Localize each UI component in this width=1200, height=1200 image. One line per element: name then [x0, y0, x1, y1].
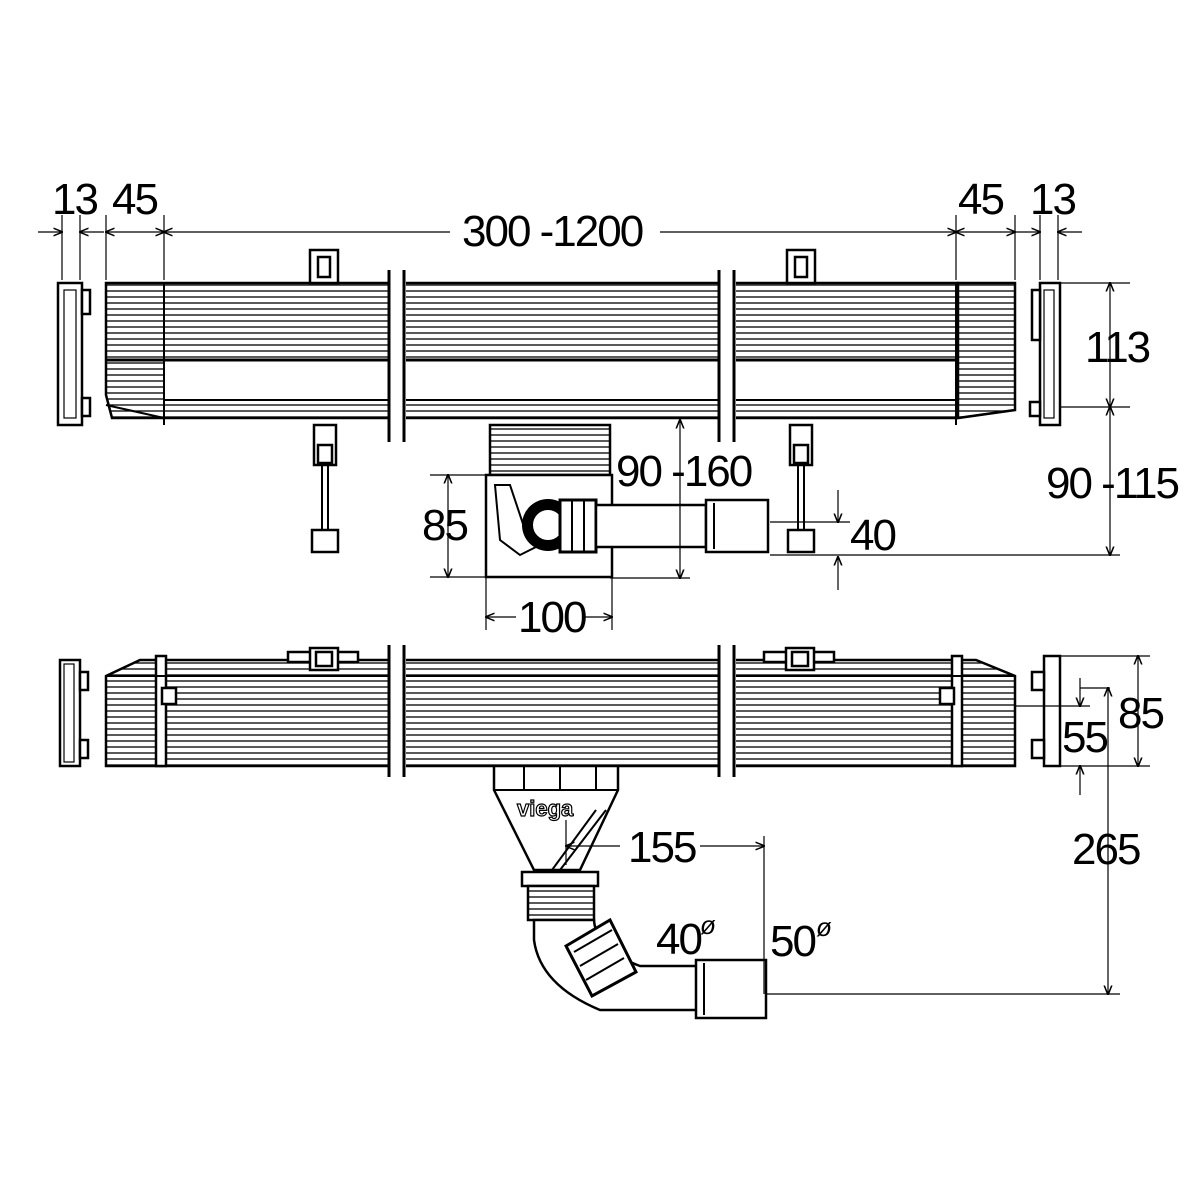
dim-elbow-reach: 155 [628, 823, 696, 872]
dim-right-cap: 13 [1030, 175, 1075, 224]
dim-pipe-large: 50 [770, 917, 815, 966]
channel-body-top [104, 281, 1017, 425]
dim-side-height: 85 [1118, 689, 1163, 738]
adjustable-feet [310, 423, 816, 554]
dim-pipe-small: 40 [656, 915, 701, 964]
dim-outlet-height: 90 -160 [616, 447, 752, 496]
top-view [56, 248, 1062, 579]
dimension-labels: 13 45 300 -1200 45 13 113 90 -115 90 -16… [52, 175, 1180, 966]
dim-left-end: 45 [112, 175, 157, 224]
dim-top-height: 113 [1085, 323, 1150, 372]
diameter-mark-large: ø [816, 912, 832, 942]
viega-logo: viega [517, 796, 574, 821]
dim-trap-width: 100 [518, 593, 586, 642]
outlet-funnel: viega [492, 764, 768, 1020]
dim-side-inner: 55 [1062, 713, 1107, 762]
dim-total-depth: 265 [1072, 825, 1140, 874]
right-end-cap [1028, 281, 1062, 427]
dim-left-cap: 13 [52, 175, 97, 224]
side-view: viega [58, 645, 1062, 1020]
dim-right-end: 45 [958, 175, 1003, 224]
break-lines-top [387, 270, 736, 442]
mounting-clips-side [286, 646, 836, 672]
dim-length-range: 300 -1200 [462, 207, 643, 256]
dimension-lines [38, 215, 1150, 994]
dim-trap-height: 85 [422, 501, 467, 550]
left-end-cap [56, 281, 92, 427]
mounting-clips-top [308, 248, 817, 285]
diameter-mark-small: ø [700, 910, 716, 940]
right-end-cap-side [1030, 654, 1062, 768]
dim-outlet-offset: 40 [850, 511, 895, 560]
break-lines-side [387, 645, 736, 777]
dim-adjust-height: 90 -115 [1046, 459, 1178, 508]
outlet-trap-top [484, 423, 770, 579]
channel-body-side [104, 654, 1017, 768]
left-end-cap-side [58, 658, 90, 768]
